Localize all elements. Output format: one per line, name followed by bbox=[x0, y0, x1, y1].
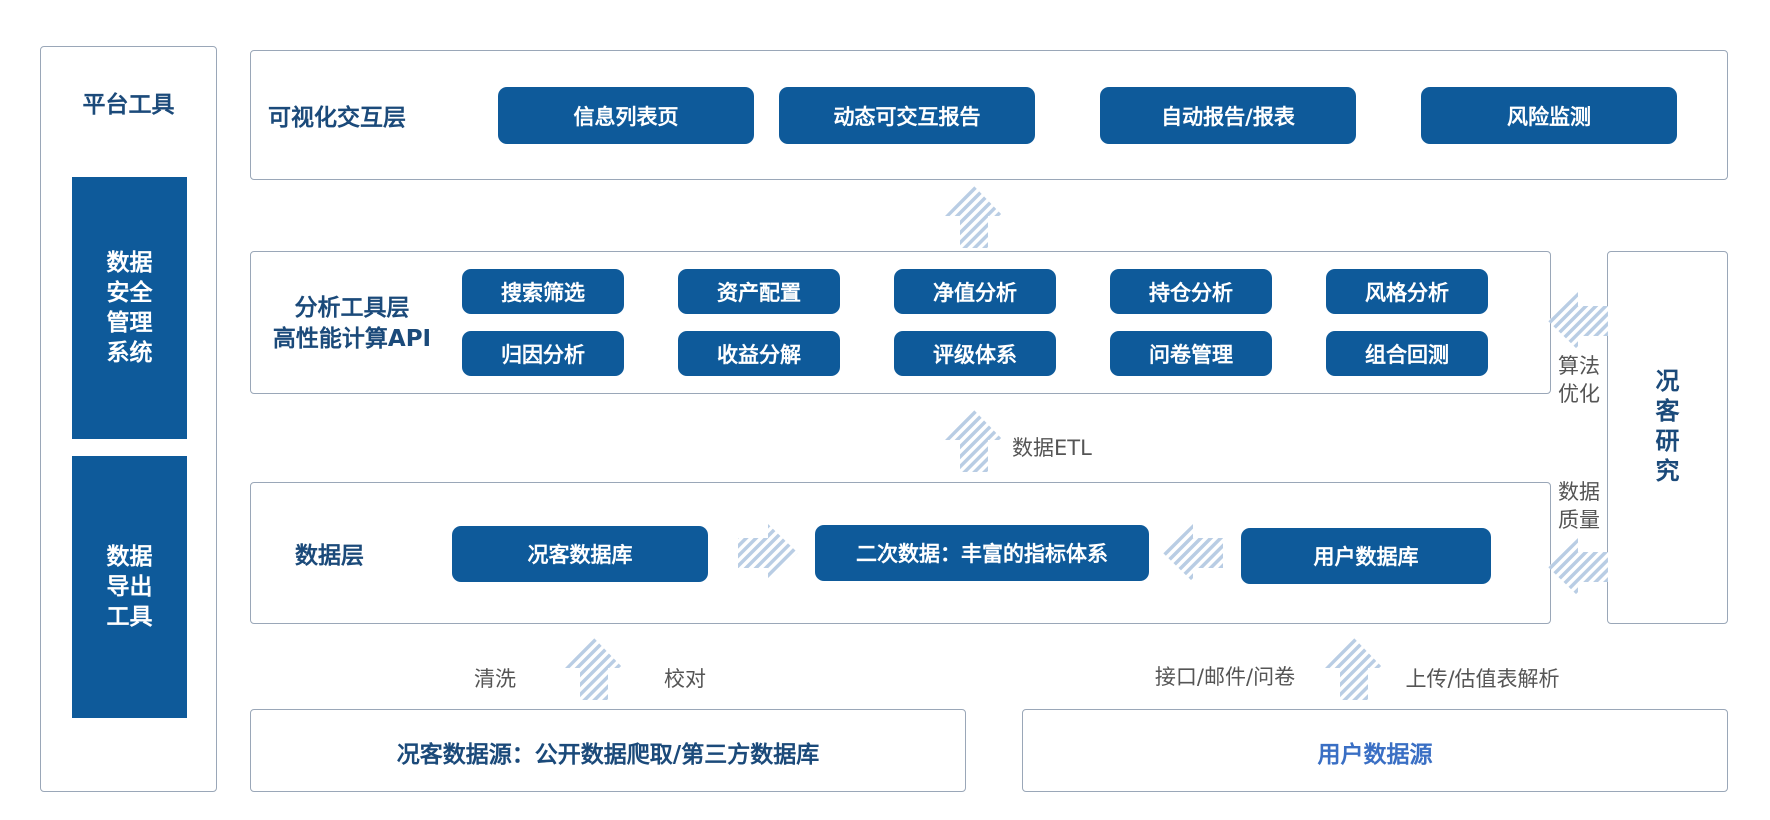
platform-tools-title: 平台工具 bbox=[82, 92, 175, 118]
data-quality-label: 数据 质量 bbox=[1558, 480, 1600, 532]
up-arrow-icon bbox=[565, 638, 623, 700]
analysis-layer-label-2: 高性能计算API bbox=[272, 326, 432, 352]
secondary-data-indicator-system[interactable]: 二次数据：丰富的指标体系 bbox=[815, 525, 1149, 581]
analysis-item-style[interactable]: 风格分析 bbox=[1326, 269, 1488, 314]
right-arrow-icon bbox=[738, 524, 798, 582]
cleaning-label: 清洗 bbox=[474, 667, 516, 691]
etl-label: 数据ETL bbox=[1012, 436, 1092, 460]
visual-item-0[interactable]: 信息列表页 bbox=[498, 87, 754, 144]
analysis-item-holdings[interactable]: 持仓分析 bbox=[1110, 269, 1272, 314]
analysis-item-rating[interactable]: 评级体系 bbox=[894, 331, 1056, 376]
kuangke-source-panel bbox=[250, 709, 966, 792]
upload-valuation-parse-label: 上传/估值表解析 bbox=[1405, 667, 1560, 691]
visual-item-1[interactable]: 动态可交互报告 bbox=[779, 87, 1035, 144]
user-source-label: 用户数据源 bbox=[1317, 742, 1433, 768]
research-label: 况 客 研 究 bbox=[1655, 367, 1680, 485]
user-source-panel bbox=[1022, 709, 1728, 792]
analysis-layer-label-1: 分析工具层 bbox=[294, 295, 410, 321]
up-arrow-icon bbox=[945, 186, 1003, 248]
interface-email-survey-label: 接口/邮件/问卷 bbox=[1154, 665, 1296, 689]
visual-item-3[interactable]: 风险监测 bbox=[1421, 87, 1677, 144]
kuangke-source-label: 况客数据源：公开数据爬取/第三方数据库 bbox=[396, 742, 820, 768]
visual-item-2[interactable]: 自动报告/报表 bbox=[1100, 87, 1356, 144]
left-arrow-icon bbox=[1548, 538, 1608, 596]
left-arrow-icon bbox=[1548, 292, 1608, 350]
up-arrow-icon bbox=[1325, 638, 1383, 700]
algorithm-optimization-label: 算法 优化 bbox=[1558, 354, 1600, 406]
data-security-block[interactable]: 数据 安全 管理 系统 bbox=[72, 177, 187, 439]
verification-label: 校对 bbox=[664, 667, 706, 691]
up-arrow-icon bbox=[945, 410, 1003, 472]
analysis-item-search[interactable]: 搜索筛选 bbox=[462, 269, 624, 314]
kuangke-database[interactable]: 况客数据库 bbox=[452, 526, 708, 582]
analysis-item-attribution[interactable]: 归因分析 bbox=[462, 331, 624, 376]
analysis-item-return-decomposition[interactable]: 收益分解 bbox=[678, 331, 840, 376]
data-security-label: 数据 安全 管理 系统 bbox=[106, 250, 153, 366]
research-panel bbox=[1607, 251, 1728, 624]
data-export-block[interactable]: 数据 导出 工具 bbox=[72, 456, 187, 718]
data-export-label: 数据 导出 工具 bbox=[106, 544, 153, 630]
analysis-item-questionnaire[interactable]: 问卷管理 bbox=[1110, 331, 1272, 376]
analysis-item-backtest[interactable]: 组合回测 bbox=[1326, 331, 1488, 376]
analysis-item-allocation[interactable]: 资产配置 bbox=[678, 269, 840, 314]
analysis-item-nav[interactable]: 净值分析 bbox=[894, 269, 1056, 314]
data-layer-label: 数据层 bbox=[295, 543, 364, 569]
left-arrow-icon bbox=[1163, 524, 1223, 582]
user-database[interactable]: 用户数据库 bbox=[1241, 528, 1491, 584]
visual-layer-label: 可视化交互层 bbox=[268, 105, 406, 131]
